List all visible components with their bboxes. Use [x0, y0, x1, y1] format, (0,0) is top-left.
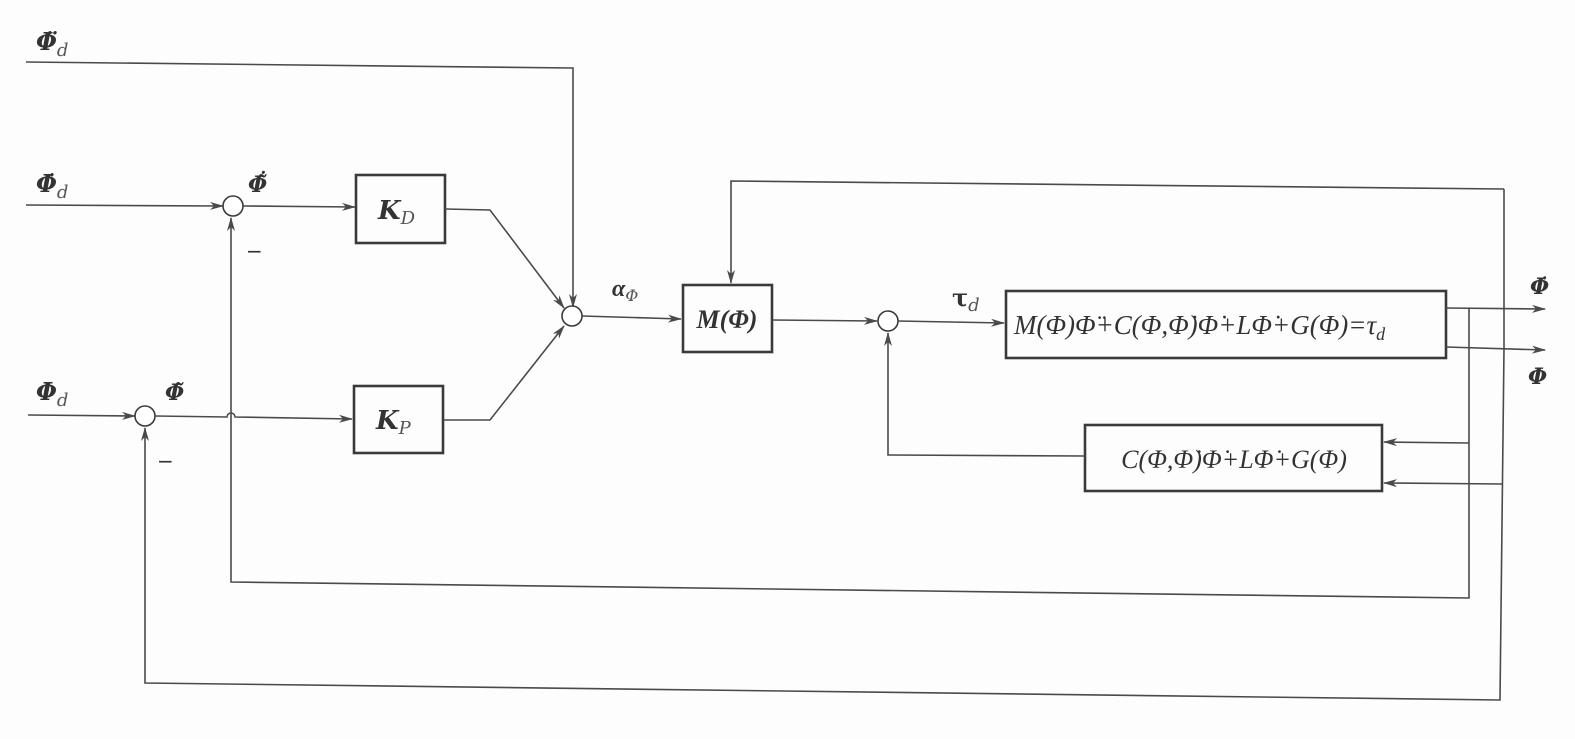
compensation-feedback-wire — [884, 332, 1086, 457]
mass-matrix-block — [681, 283, 774, 354]
torque-summing-junction — [877, 310, 899, 332]
position-output-wire — [1445, 345, 1546, 354]
velocity-minus-sign: − — [246, 239, 263, 263]
input-label-desired-velocity: Φ̇d — [36, 169, 68, 203]
plant-dynamics-block — [1004, 289, 1448, 360]
position-error-label: Φ̃ — [165, 380, 184, 406]
position-minus-sign: − — [157, 449, 174, 473]
velocity-to-compensation-wire — [1383, 438, 1470, 447]
acceleration-summing-junction — [561, 305, 583, 327]
velocity-feedback-wire — [227, 217, 1470, 599]
velocity-summing-junction — [222, 195, 244, 217]
desired-velocity-wire — [25, 201, 224, 210]
velocity-error-label: Φ̃̇ — [248, 170, 267, 198]
desired-position-wire — [27, 411, 136, 420]
velocity-output-label: Φ̇ — [1530, 274, 1549, 300]
input-label-desired-acceleration: Φ̈d — [36, 27, 68, 61]
kd-output-wire — [444, 208, 565, 309]
input-label-desired-position: Φd — [36, 377, 68, 411]
mass-output-wire — [771, 316, 878, 325]
feedforward-acceleration-wire — [25, 61, 577, 308]
torque-wire — [897, 318, 1005, 327]
velocity-output-wire — [1445, 304, 1546, 313]
kd-gain-block — [354, 173, 447, 245]
nonlinear-compensation-block — [1083, 423, 1384, 493]
torque-label: τd — [952, 283, 980, 316]
velocity-error-wire — [242, 202, 356, 211]
position-error-wire — [154, 412, 353, 423]
kd-label: KD — [377, 196, 416, 229]
plant-equation-label: M(Φ)Φ̈+C(Φ,Φ̇)Φ̇+LΦ̇+G(Φ)=τd — [1013, 310, 1386, 344]
nonlinear-compensation-label: C(Φ,Φ̇)Φ̇+LΦ̇+G(Φ) — [1121, 445, 1347, 474]
position-to-compensation-wire — [1383, 479, 1503, 488]
alpha-label: αΦ — [612, 276, 638, 305]
position-output-label: Φ — [1528, 364, 1547, 390]
kp-output-wire — [443, 325, 565, 421]
position-feedback-wire — [141, 347, 1505, 701]
mass-matrix-label: M(Φ) — [696, 305, 758, 334]
kp-label: KP — [375, 406, 412, 439]
position-feedback-to-mass-wire — [727, 180, 1505, 284]
position-summing-junction — [134, 405, 156, 427]
alpha-wire — [581, 314, 682, 323]
